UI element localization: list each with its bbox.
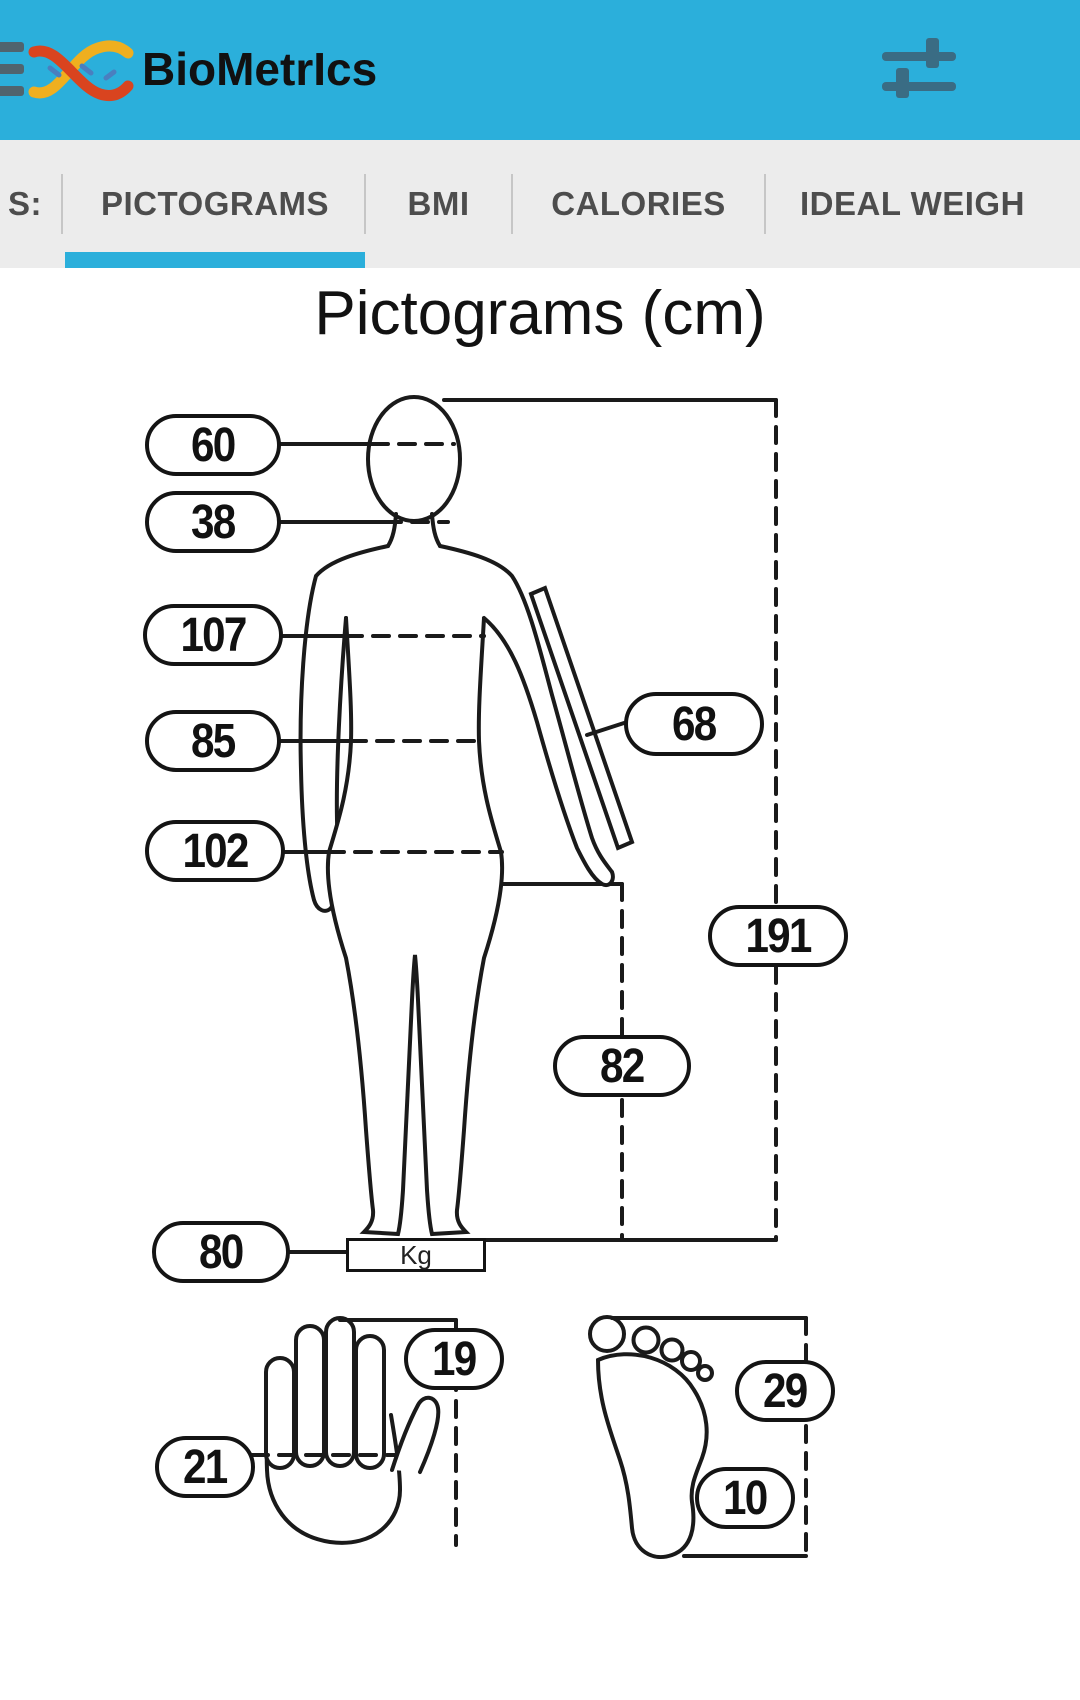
tab-divider	[764, 174, 766, 234]
app-title: BioMetrIcs	[142, 43, 378, 95]
measurement-pill-hip[interactable]: 102	[145, 820, 285, 882]
measurement-pill-height[interactable]: 191	[708, 905, 848, 967]
girth-measure-lines	[279, 442, 626, 1254]
measurement-pill-chest[interactable]: 107	[143, 604, 283, 666]
measurement-pill-head[interactable]: 60	[145, 414, 281, 476]
settings-tune-icon[interactable]	[878, 30, 960, 112]
measurement-pill-foot-length[interactable]: 29	[735, 1360, 835, 1422]
measurement-pill-weight[interactable]: 80	[152, 1221, 290, 1283]
measurement-pill-hand-width[interactable]: 21	[155, 1436, 255, 1498]
tab-divider	[61, 174, 63, 234]
active-tab-underline	[65, 252, 365, 268]
foot-figure	[588, 1315, 808, 1559]
tab-divider	[511, 174, 513, 234]
arm-ruler	[528, 585, 635, 851]
tab-ideal-weight[interactable]: IDEAL WEIGH	[800, 185, 1025, 222]
measurement-pill-neck[interactable]: 38	[145, 491, 281, 553]
page-title: Pictograms (cm)	[314, 279, 766, 348]
measurement-pill-inseam[interactable]: 82	[553, 1035, 691, 1097]
tab-units[interactable]: S:	[8, 185, 42, 222]
tab-bar: S: PICTOGRAMS BMI CALORIES IDEAL WEIGH	[0, 140, 1080, 268]
measurement-pill-arm[interactable]: 68	[624, 692, 764, 756]
weight-unit-box: Kg	[346, 1238, 486, 1272]
dna-logo-icon	[28, 40, 134, 102]
menu-icon[interactable]	[0, 42, 28, 98]
tab-divider	[364, 174, 366, 234]
tab-pictograms[interactable]: PICTOGRAMS	[100, 185, 330, 222]
tab-calories[interactable]: CALORIES	[551, 185, 726, 222]
body-figure	[298, 395, 635, 1237]
measurement-pill-hand-length[interactable]: 19	[404, 1328, 504, 1390]
measurement-pill-foot-width[interactable]: 10	[695, 1467, 795, 1529]
measurement-pill-waist[interactable]: 85	[145, 710, 281, 772]
hand-figure	[250, 1316, 458, 1547]
app-bar: BioMetrIcs	[0, 0, 1080, 140]
tab-bmi[interactable]: BMI	[407, 185, 470, 222]
